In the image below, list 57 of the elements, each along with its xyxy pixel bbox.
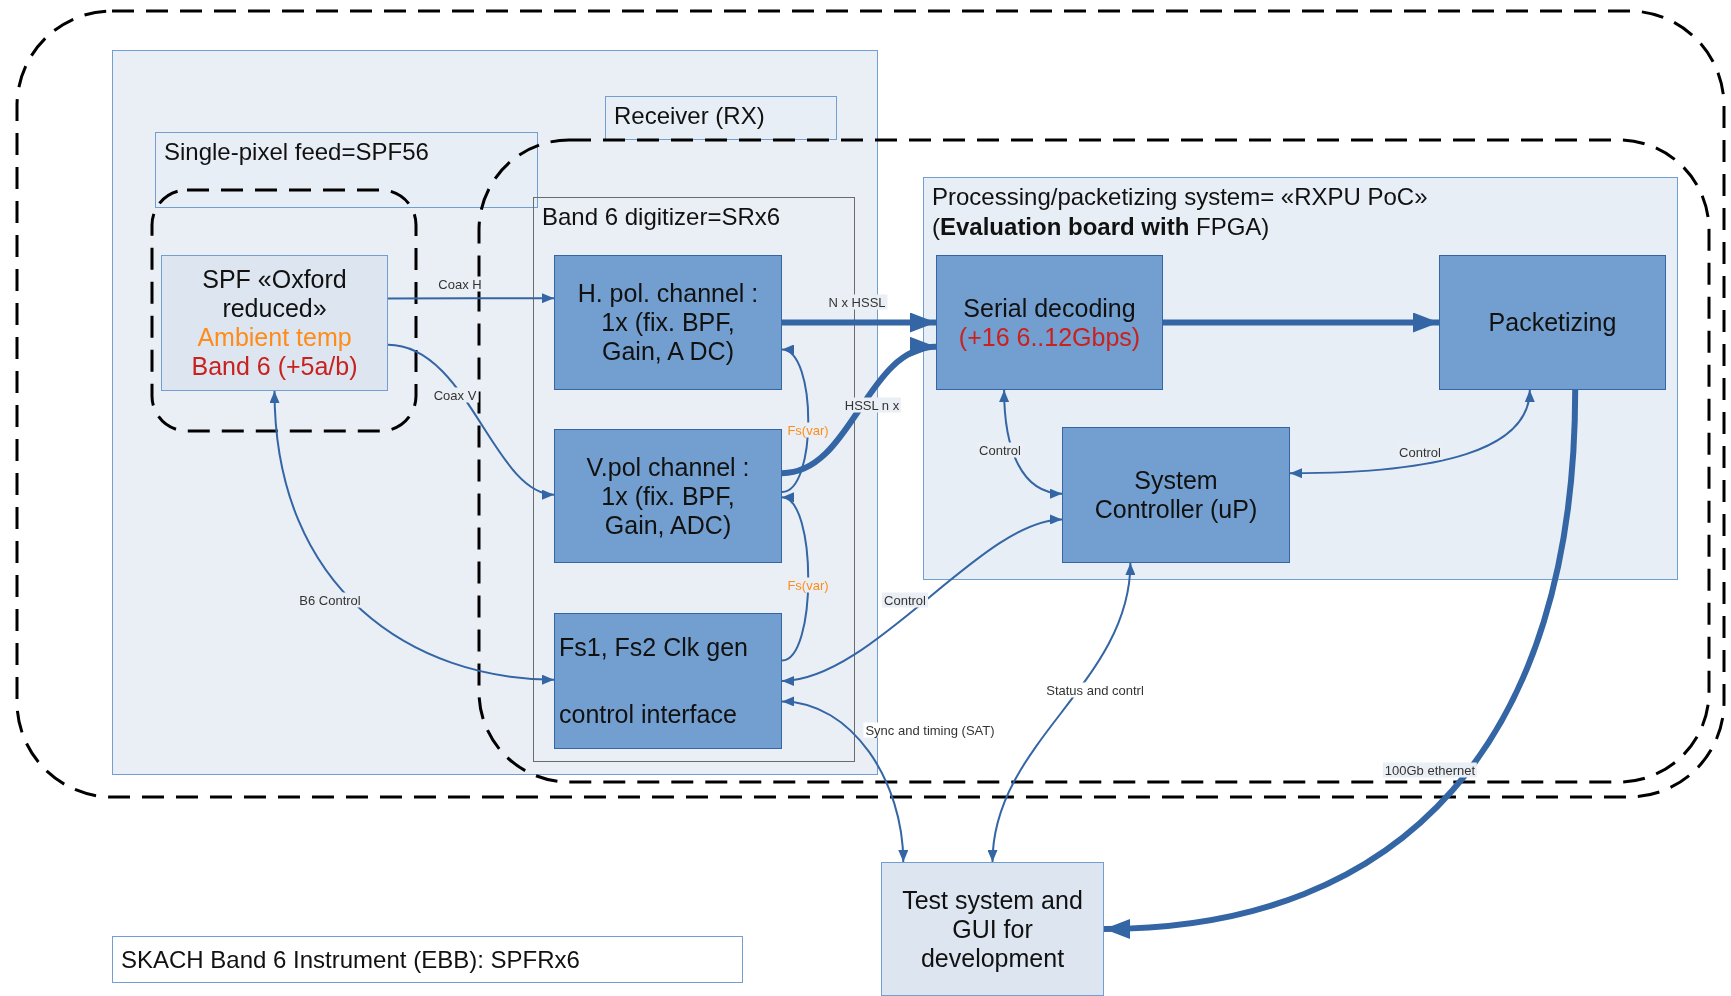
edge-label: Control	[882, 592, 928, 608]
node-title: Receiver (RX)	[614, 101, 765, 131]
arrow	[988, 562, 1135, 863]
clock-box	[554, 613, 782, 749]
node-title: System Controller (uP)	[1093, 466, 1259, 524]
arrow	[781, 340, 937, 477]
node-title: H. pol. channel :	[577, 279, 759, 308]
node-title: Band 6 digitizer=SRx6	[542, 202, 781, 232]
edge-label: Fs(var)	[785, 577, 831, 593]
processing-panel	[923, 177, 1678, 580]
node-title: SPF «Oxford reduced»	[201, 265, 348, 323]
edge-label: HSSL n x	[842, 397, 902, 413]
arrow	[781, 697, 908, 863]
node-title: Processing/packetizing system= «RXPU PoC»	[932, 182, 1428, 212]
edge-label: Status and contrl	[1044, 682, 1146, 698]
receiver-label-box	[605, 96, 837, 140]
edge-label: B6 Control	[297, 592, 363, 608]
arrow	[781, 348, 810, 493]
arrow	[387, 343, 555, 498]
packetizing-box	[1439, 255, 1666, 390]
controller-box	[1062, 427, 1290, 563]
edge-label: N x HSSL	[826, 294, 888, 310]
channel-box	[554, 255, 782, 390]
edge-label: Sync and timing (SAT)	[863, 722, 997, 738]
arrow	[270, 390, 555, 684]
channel-box	[554, 429, 782, 563]
node-text: control interface	[559, 700, 737, 729]
feed-label-box	[155, 132, 538, 208]
arrow	[999, 389, 1063, 498]
test-system-box	[881, 862, 1104, 996]
node-title: Fs1, Fs2 Clk gen	[559, 633, 748, 662]
edge-label: Fs(var)	[785, 422, 831, 438]
edge-label: Coax H	[436, 276, 484, 292]
edge-label: Control	[977, 442, 1023, 458]
node-text: Band 6 (+5a/b)	[191, 352, 358, 381]
node-text: (Evaluation board with FPGA)	[932, 212, 1270, 242]
arrow	[782, 312, 936, 333]
node-title: Packetizing	[1488, 308, 1617, 337]
node-title: Single-pixel feed=SPF56	[164, 137, 429, 167]
arrow	[1163, 312, 1439, 333]
arrow	[387, 293, 555, 304]
arrow	[1289, 389, 1534, 479]
node-title: V.pol channel :	[586, 452, 750, 482]
edge-label: Coax V	[431, 387, 479, 403]
node-text: (+16 6..12Gbps)	[958, 322, 1141, 352]
edge-label: 100Gb ethernet	[1382, 762, 1478, 778]
node-text: Ambient temp	[197, 323, 352, 352]
node-title: Serial decoding	[963, 293, 1136, 323]
node-text: 1x (fix. BPF, Gain, A DC)	[600, 308, 736, 366]
node-text: 1x (fix. BPF, Gain, ADC)	[600, 481, 736, 540]
node-title: Test system and GUI for development	[901, 885, 1084, 973]
decoding-box	[936, 255, 1163, 390]
feed-box	[161, 255, 388, 391]
arrow	[1103, 389, 1579, 938]
node-title: SKACH Band 6 Instrument (EBB): SPFRx6	[121, 944, 580, 975]
arrow	[781, 516, 1063, 685]
instrument-label-box	[112, 936, 743, 983]
